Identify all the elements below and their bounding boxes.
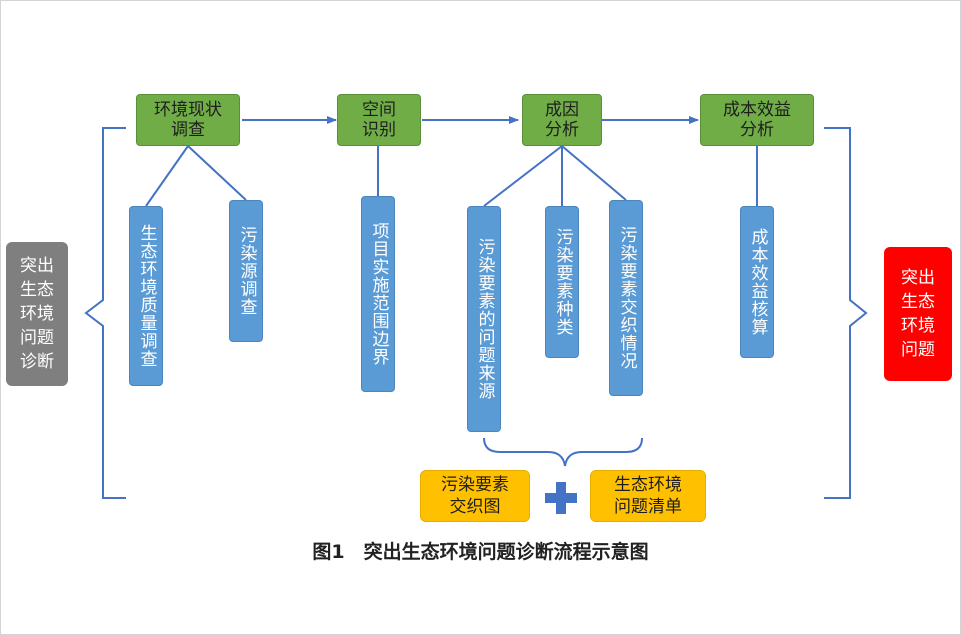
step-cost-benefit: 成本效益 分析 [700, 94, 814, 146]
plus-icon [545, 482, 577, 514]
left-bracket [84, 127, 126, 499]
connector-step1-sub1 [145, 145, 189, 207]
output-box: 突出 生态 环境 问题 [884, 247, 952, 381]
connector-step3-sub4 [483, 145, 563, 207]
step-cause: 成因 分析 [522, 94, 602, 146]
step-survey: 环境现状 调查 [136, 94, 240, 146]
right-bracket [824, 127, 868, 499]
result-problem-list: 生态环境 问题清单 [590, 470, 706, 522]
sub-item-cost-accounting: 成本效益核算 [740, 206, 774, 358]
sub-item-pollutant-types: 污染要素种类 [545, 206, 579, 358]
figure-caption: 图1 突出生态环境问题诊断流程示意图 [312, 541, 649, 563]
result-interweaving-map: 污染要素 交织图 [420, 470, 530, 522]
sub-item-boundary: 项目实施范围边界 [361, 196, 395, 392]
sub-item-env-quality: 生态环境质量调查 [129, 206, 163, 386]
step-spatial: 空间 识别 [337, 94, 421, 146]
sub-item-problem-source: 污染要素的问题来源 [467, 206, 501, 432]
connector-step3-sub6 [561, 145, 627, 201]
input-box: 突出 生态 环境 问题 诊断 [6, 242, 68, 386]
sub-item-interweaving: 污染要素交织情况 [609, 200, 643, 396]
sub-item-pollution-source: 污染源调查 [229, 200, 263, 342]
connector-step1-sub2 [187, 145, 247, 201]
bottom-brace [483, 437, 643, 467]
